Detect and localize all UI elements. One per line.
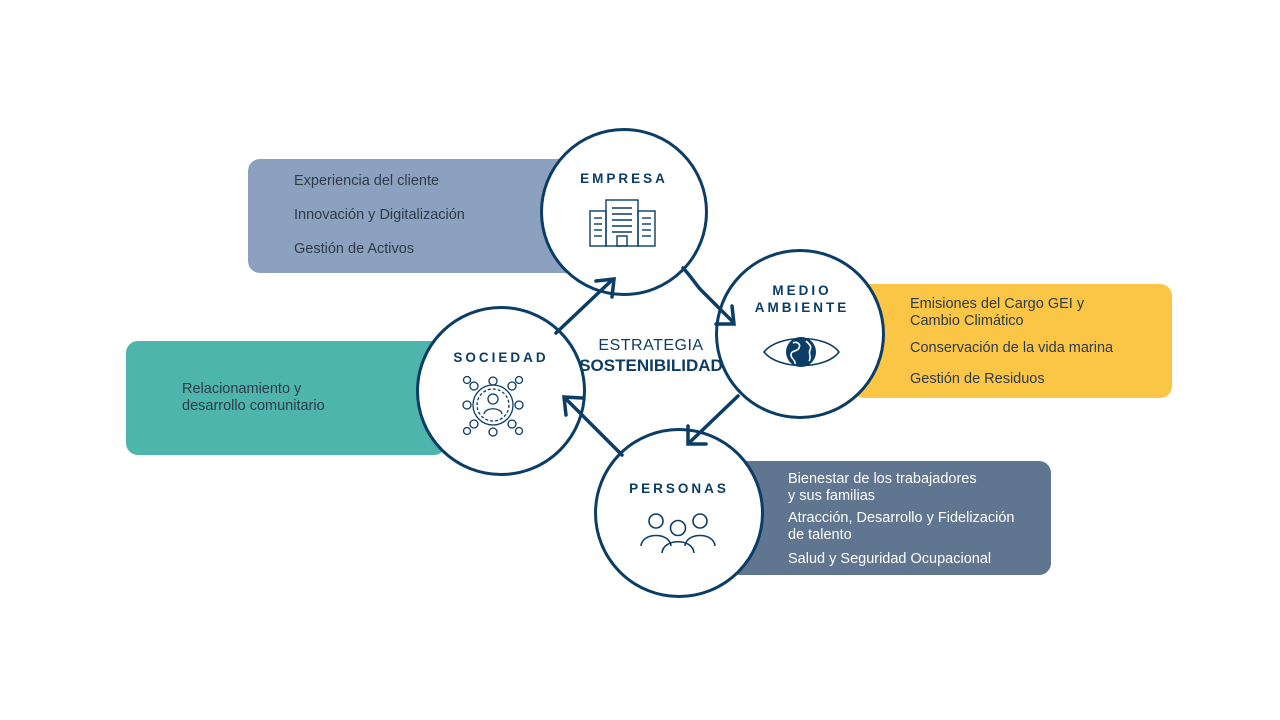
people-group-icon (640, 513, 716, 554)
medio-ambiente-title-line1: MEDIO (772, 283, 832, 298)
center-line1: ESTRATEGIA (598, 337, 704, 354)
empresa-item: Innovación y Digitalización (294, 207, 465, 223)
personas-panel (728, 461, 1051, 575)
medio-ambiente-item: Emisiones del Cargo GEI y Cambio Climáti… (910, 296, 1085, 329)
sociedad-circle (416, 306, 586, 476)
empresa-item: Experiencia del cliente (294, 173, 440, 189)
medio-ambiente-panel (852, 284, 1172, 398)
personas-items: Bienestar de los trabajadores y sus fami… (788, 471, 1044, 571)
medio-ambiente-circle (715, 249, 885, 419)
personas-item: Bienestar de los trabajadores y sus fami… (788, 471, 977, 504)
eye-globe-icon (762, 337, 840, 367)
personas-title: PERSONAS (629, 481, 729, 496)
medio-ambiente-item: Conservación de la vida marina (910, 340, 1114, 356)
personas-item: Atracción, Desarrollo y Fidelización de … (788, 510, 1015, 543)
medio-ambiente-items: Emisiones del Cargo GEI y Cambio Climáti… (910, 296, 1160, 396)
sociedad-items: Relacionamiento y desarrollo comunitario (182, 381, 402, 421)
arrow-sociedad-to-empresa (554, 277, 616, 335)
arrow-personas-to-sociedad (562, 395, 624, 457)
medio-ambiente-item: Gestión de Residuos (910, 371, 1045, 387)
center-line2: SOSTENIBILIDAD (579, 356, 723, 375)
community-network-icon (462, 375, 524, 437)
medio-ambiente-title: MEDIO AMBIENTE (740, 282, 864, 316)
sociedad-panel (126, 341, 446, 455)
personas-item: Salud y Seguridad Ocupacional (788, 551, 992, 567)
arrow-empresa-to-medio-ambiente (681, 266, 736, 326)
empresa-item: Gestión de Activos (294, 241, 415, 257)
empresa-circle (540, 128, 708, 296)
sociedad-title: SOCIEDAD (453, 350, 549, 365)
strategy-center-label: ESTRATEGIA SOSTENIBILIDAD (566, 336, 736, 376)
empresa-title: EMPRESA (580, 171, 668, 186)
medio-ambiente-title-line2: AMBIENTE (754, 300, 850, 315)
empresa-panel (248, 159, 578, 273)
sociedad-item: Relacionamiento y desarrollo comunitario (182, 381, 325, 414)
buildings-icon (589, 199, 656, 247)
empresa-items: Experiencia del cliente Innovación y Dig… (294, 173, 544, 263)
arrow-medio-ambiente-to-personas (686, 394, 740, 446)
